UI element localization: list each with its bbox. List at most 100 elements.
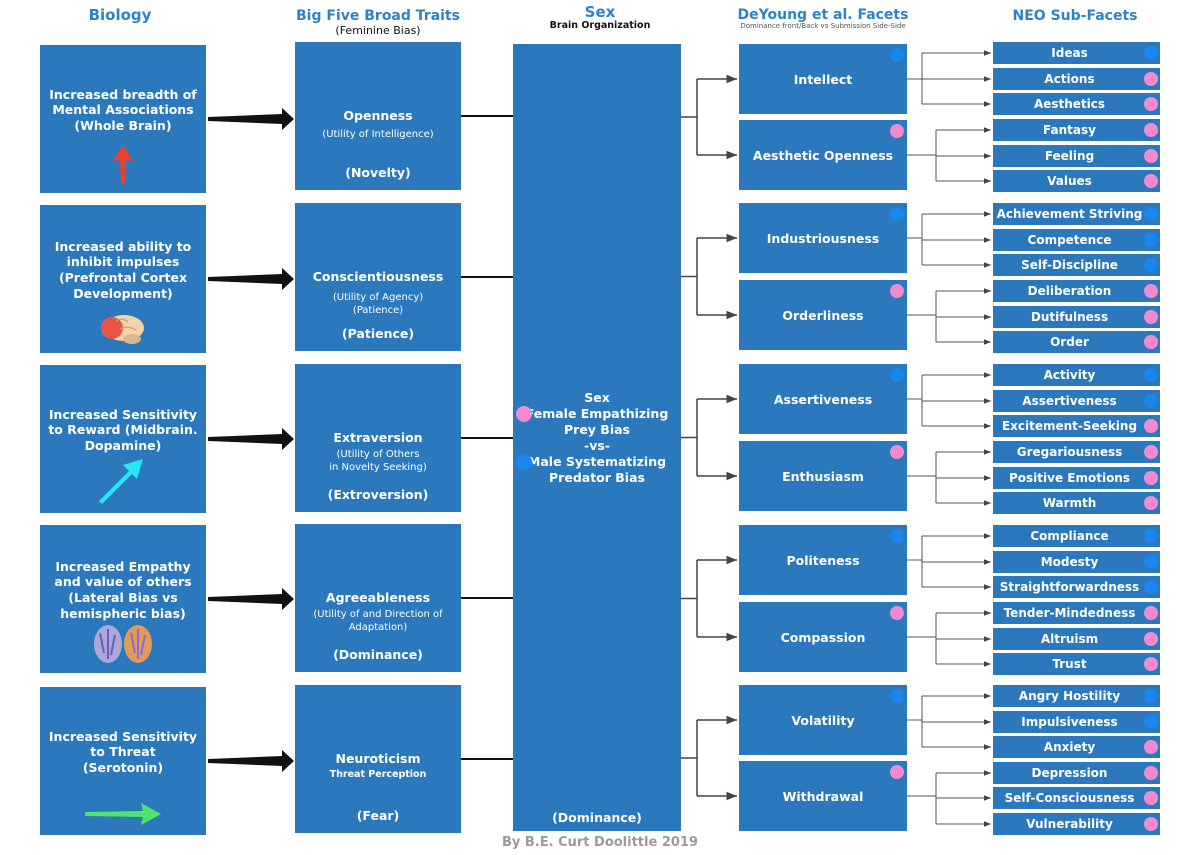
blue-dot-icon [1144, 689, 1158, 703]
footer-credit: By B.E. Curt Doolittle 2019 [501, 835, 699, 850]
pink-dot-icon [1144, 632, 1158, 646]
trait-box-extraversion: Extraversion (Utility of Others in Novel… [295, 364, 461, 512]
facet-label: Assertiveness [773, 391, 873, 407]
blue-dot-icon [890, 48, 904, 62]
neo-label: Tender-Mindedness [1003, 606, 1136, 620]
biology-box-inhibit: Increased ability to inhibit impulses (P… [40, 205, 206, 353]
neo-box-fantasy: Fantasy [993, 119, 1160, 141]
neo-label: Ideas [1051, 46, 1088, 60]
biology-text: Increased breadth of Mental Associations… [49, 86, 197, 133]
trait-utility: (Utility of and Direction of Adaptation) [313, 609, 443, 633]
facet-box-withdrawal: Withdrawal [739, 761, 907, 831]
blue-dot-icon [890, 689, 904, 703]
neo-label: Warmth [1042, 496, 1097, 510]
facet-box-assertiveness: Assertiveness [739, 364, 907, 434]
blue-dot-icon [1144, 394, 1158, 408]
facet-label: Politeness [786, 552, 860, 568]
connector-line [907, 291, 937, 342]
neo-box-trust: Trust [993, 653, 1160, 675]
sex-box: Sex Female Empathizing Prey Bias -vs- Ma… [513, 44, 681, 831]
pink-dot-icon [1144, 791, 1158, 805]
neo-box-dutifulness: Dutifulness [993, 306, 1160, 328]
trait-name: Openness [343, 108, 413, 123]
blue-dot-icon [1144, 555, 1158, 569]
connector-line [681, 720, 698, 796]
biology-text: Increased Empathy and value of others (L… [54, 558, 192, 621]
trait-tag: (Patience) [341, 326, 415, 341]
header-facets: DeYoung et al. Facets Dominance front/Ba… [718, 8, 928, 30]
neo-label: Vulnerability [1026, 817, 1113, 831]
sex-line: Predator Bias [549, 470, 645, 485]
pink-dot-icon [1144, 419, 1158, 433]
pink-dot-icon [890, 284, 904, 298]
trait-utility: (Utility of Agency) (Patience) [332, 292, 424, 316]
facet-label: Enthusiasm [782, 468, 864, 484]
pink-dot-icon [890, 124, 904, 138]
trait-box-neuroticism: Neuroticism Threat Perception (Fear) [295, 685, 461, 833]
neo-label: Activity [1043, 368, 1096, 382]
neo-box-deliberation: Deliberation [993, 280, 1160, 302]
connector-line [907, 696, 923, 747]
facet-label: Orderliness [782, 307, 864, 323]
pink-dot-icon [516, 406, 532, 422]
neo-box-gregariousness: Gregariousness [993, 441, 1160, 463]
facet-label: Volatility [791, 712, 855, 728]
connector-line [681, 560, 698, 637]
neo-label: Impulsiveness [1021, 715, 1118, 729]
neo-box-depression: Depression [993, 762, 1160, 784]
neo-box-ideas: Ideas [993, 42, 1160, 64]
neo-label: Trust [1052, 657, 1087, 671]
trait-tag: (Extroversion) [327, 487, 429, 502]
pink-dot-icon [1144, 496, 1158, 510]
neo-label: Deliberation [1027, 284, 1112, 298]
neo-label: Actions [1044, 72, 1095, 86]
blue-dot-icon [1144, 258, 1158, 272]
facet-box-politeness: Politeness [739, 525, 907, 595]
neo-label: Values [1047, 174, 1092, 188]
neo-label: Depression [1031, 766, 1108, 780]
neo-label: Self-Consciousness [1004, 791, 1135, 805]
connector-line [907, 130, 937, 181]
neo-box-warmth: Warmth [993, 492, 1160, 514]
neo-box-achievement-striving: Achievement Striving [993, 203, 1160, 225]
biology-box-reward: Increased Sensitivity to Reward (Midbrai… [40, 365, 206, 513]
neo-label: Order [1050, 335, 1089, 349]
neo-box-feeling: Feeling [993, 145, 1160, 167]
neo-box-assertiveness: Assertiveness [993, 390, 1160, 412]
pink-dot-icon [1144, 72, 1158, 86]
pink-dot-icon [1144, 606, 1158, 620]
facet-label: Aesthetic Openness [752, 147, 894, 163]
neo-box-anxiety: Anxiety [993, 736, 1160, 758]
neo-box-values: Values [993, 170, 1160, 192]
facet-label: Intellect [793, 71, 853, 87]
neo-label: Dutifulness [1030, 310, 1109, 324]
pink-dot-icon [1144, 123, 1158, 137]
neo-label: Aesthetics [1033, 97, 1106, 111]
biology-text: Increased ability to inhibit impulses (P… [54, 238, 192, 301]
neo-label: Excitement-Seeking [1001, 419, 1138, 433]
neo-box-compliance: Compliance [993, 525, 1160, 547]
trait-name: Neuroticism [335, 751, 421, 766]
trait-tag: (Novelty) [345, 165, 411, 180]
biology-box-breadth: Increased breadth of Mental Associations… [40, 45, 206, 193]
blue-dot-icon [1144, 368, 1158, 382]
pink-dot-icon [1144, 657, 1158, 671]
red-up-arrow-icon [40, 143, 206, 185]
facet-box-intellect: Intellect [739, 44, 907, 114]
pink-dot-icon [1144, 766, 1158, 780]
neo-label: Competence [1027, 233, 1112, 247]
blue-dot-icon [516, 454, 532, 470]
facet-box-enthusiasm: Enthusiasm [739, 441, 907, 511]
header-traits-sub: (Feminine Bias) [335, 24, 421, 37]
sex-line: Sex [584, 390, 610, 405]
neo-box-angry-hostility: Angry Hostility [993, 685, 1160, 707]
header-facets-sub: Dominance front/Back vs Submission Side-… [740, 21, 906, 30]
connector-line [907, 375, 923, 426]
green-right-arrow-icon [40, 801, 206, 827]
neo-box-modesty: Modesty [993, 551, 1160, 573]
trait-box-conscientiousness: Conscientiousness (Utility of Agency) (P… [295, 203, 461, 351]
neo-label: Altruism [1040, 632, 1099, 646]
blue-dot-icon [890, 207, 904, 221]
connector-line [681, 399, 698, 476]
